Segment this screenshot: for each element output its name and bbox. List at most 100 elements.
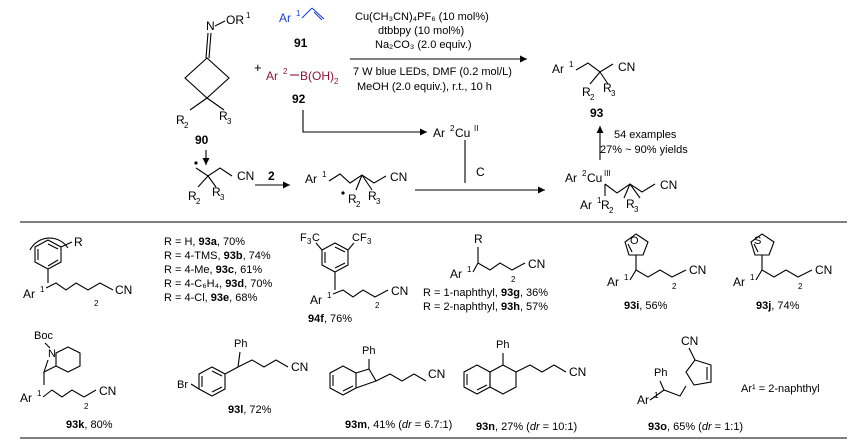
compound-93: Ar 1 CN R 2 R 3 93 — [552, 60, 635, 120]
svg-text:94f, 76%: 94f, 76% — [308, 313, 352, 325]
svg-text:Ar: Ar — [565, 171, 577, 185]
svg-text:54 examples: 54 examples — [614, 129, 677, 141]
svg-text:CN: CN — [689, 263, 706, 277]
svg-text:2: 2 — [582, 169, 587, 178]
plus-sign: + — [254, 60, 262, 75]
svg-text:Ph: Ph — [234, 338, 247, 350]
svg-text:R: R — [368, 189, 377, 203]
svg-text:Cu: Cu — [587, 171, 602, 185]
svg-text:1: 1 — [246, 11, 251, 20]
svg-text:93l, 72%: 93l, 72% — [228, 404, 272, 416]
svg-text:2: 2 — [184, 121, 189, 130]
svg-text:C: C — [476, 165, 485, 179]
svg-text:CN: CN — [99, 384, 116, 398]
svg-text:1: 1 — [624, 273, 629, 282]
svg-text:Cu(CH₃CN)₄PF₆ (10 mol%): Cu(CH₃CN)₄PF₆ (10 mol%) — [355, 11, 489, 23]
svg-text:MeOH (2.0 equiv.), r.t., 10 h: MeOH (2.0 equiv.), r.t., 10 h — [357, 81, 492, 93]
svg-text:3: 3 — [220, 193, 225, 202]
compound-91: Ar 1 91 — [279, 7, 325, 50]
svg-text:R: R — [601, 198, 610, 212]
svg-text:2: 2 — [268, 169, 275, 183]
svg-text:Boc: Boc — [34, 330, 53, 342]
svg-text:Ph: Ph — [362, 345, 375, 357]
svg-text:91: 91 — [294, 36, 308, 50]
svg-text:B(OH): B(OH) — [300, 69, 334, 83]
svg-text:2: 2 — [609, 206, 614, 215]
svg-text:CN: CN — [428, 367, 445, 381]
svg-text:2: 2 — [672, 282, 677, 291]
svg-text:Ar: Ar — [552, 62, 564, 76]
svg-text:III: III — [604, 169, 611, 178]
svg-text:1: 1 — [569, 60, 574, 69]
svg-text:93o, 65% (dr = 1:1): 93o, 65% (dr = 1:1) — [648, 421, 743, 433]
svg-text:2: 2 — [196, 197, 201, 206]
example-93a-e: R Ar 1 CN 2 — [23, 235, 132, 308]
svg-text:7 W blue LEDs, DMF (0.2 mol/L): 7 W blue LEDs, DMF (0.2 mol/L) — [353, 66, 512, 78]
svg-text:CN: CN — [237, 169, 254, 183]
svg-text:3: 3 — [227, 117, 232, 126]
svg-text:1: 1 — [327, 291, 332, 300]
svg-text:Na₂CO₃ (2.0 equiv.): Na₂CO₃ (2.0 equiv.) — [375, 39, 472, 51]
reaction-conditions: Cu(CH₃CN)₄PF₆ (10 mol%) dtbbpy (10 mol%)… — [350, 11, 527, 93]
compound-90-label: 90 — [195, 133, 209, 147]
svg-text:3: 3 — [307, 237, 312, 246]
svg-text:1: 1 — [322, 170, 327, 179]
svg-text:Br: Br — [177, 379, 188, 391]
example-93l: Br Ph CN 93l, 72% — [177, 338, 308, 416]
iminyl-radical: CN R 2 R 3 — [188, 161, 254, 206]
svg-text:1: 1 — [296, 9, 301, 18]
svg-text:CN: CN — [681, 334, 698, 348]
svg-text:Ar: Ar — [433, 126, 445, 140]
svg-text:C: C — [312, 232, 320, 244]
svg-text:3: 3 — [367, 237, 372, 246]
svg-text:2: 2 — [375, 301, 380, 310]
svg-text:CN: CN — [391, 284, 408, 298]
svg-text:2: 2 — [283, 67, 288, 76]
example-93n: Ph CN 93n, 27% (dr = 10:1) — [463, 339, 586, 433]
svg-text:Ar: Ar — [305, 172, 317, 186]
svg-text:R = 4-TMS, 93b, 74%: R = 4-TMS, 93b, 74% — [164, 250, 271, 262]
svg-text:R = H, 93a, 70%: R = H, 93a, 70% — [164, 236, 245, 248]
svg-text:3: 3 — [634, 205, 639, 214]
example-93i: O Ar 1 CN 2 93i, 56% — [607, 233, 706, 312]
svg-text:Ar: Ar — [580, 198, 592, 212]
svg-text:2: 2 — [356, 200, 361, 209]
svg-text:93n, 27% (dr = 10:1): 93n, 27% (dr = 10:1) — [476, 421, 577, 433]
example-93k: Boc N Ar 1 CN 2 93k, 80% — [20, 330, 116, 431]
svg-text:II: II — [474, 124, 478, 133]
svg-text:R: R — [626, 197, 635, 211]
svg-text:1: 1 — [654, 391, 659, 400]
svg-text:Ar: Ar — [607, 275, 619, 289]
svg-text:Ar: Ar — [23, 287, 35, 301]
svg-text:Ar: Ar — [279, 11, 291, 25]
svg-text:R: R — [603, 81, 612, 95]
svg-text:R: R — [212, 185, 221, 199]
svg-text:3: 3 — [376, 197, 381, 206]
svg-text:2: 2 — [84, 402, 89, 411]
example-93j: S Ar 1 CN 2 93j, 74% — [733, 233, 832, 312]
example-93g-h: R Ar 1 CN 2 R = 1-naphthyl, 93g, 36% R =… — [423, 232, 548, 313]
svg-text:2: 2 — [450, 124, 455, 133]
example-93o: CN Ph Ar 1 Ar¹ = 2-naphthyl 93o, 65% (dr… — [637, 334, 820, 433]
svg-text:R: R — [74, 235, 83, 249]
svg-text:2: 2 — [334, 77, 339, 86]
svg-text:CN: CN — [660, 178, 677, 192]
benzylic-radical: Ar 1 CN R 2 R 3 — [305, 170, 407, 209]
svg-text:Ph: Ph — [654, 367, 667, 379]
svg-text:CN: CN — [569, 365, 586, 379]
oxime-n-label: N — [206, 19, 215, 33]
svg-text:Cu: Cu — [455, 126, 470, 140]
svg-text:Ar: Ar — [310, 293, 322, 307]
svg-text:Ar: Ar — [450, 267, 462, 281]
svg-text:92: 92 — [292, 92, 306, 106]
svg-text:S: S — [754, 235, 761, 247]
svg-text:R = 2-naphthyl, 93h, 57%: R = 2-naphthyl, 93h, 57% — [423, 301, 548, 313]
svg-text:1: 1 — [750, 273, 755, 282]
svg-text:CF: CF — [352, 232, 367, 244]
example-93m: Ph CN 93m, 41% (dr = 6.7:1) — [329, 345, 452, 431]
svg-text:R: R — [474, 232, 483, 246]
svg-text:2: 2 — [94, 299, 99, 308]
svg-text:93: 93 — [590, 106, 604, 120]
svg-text:2: 2 — [511, 275, 516, 284]
